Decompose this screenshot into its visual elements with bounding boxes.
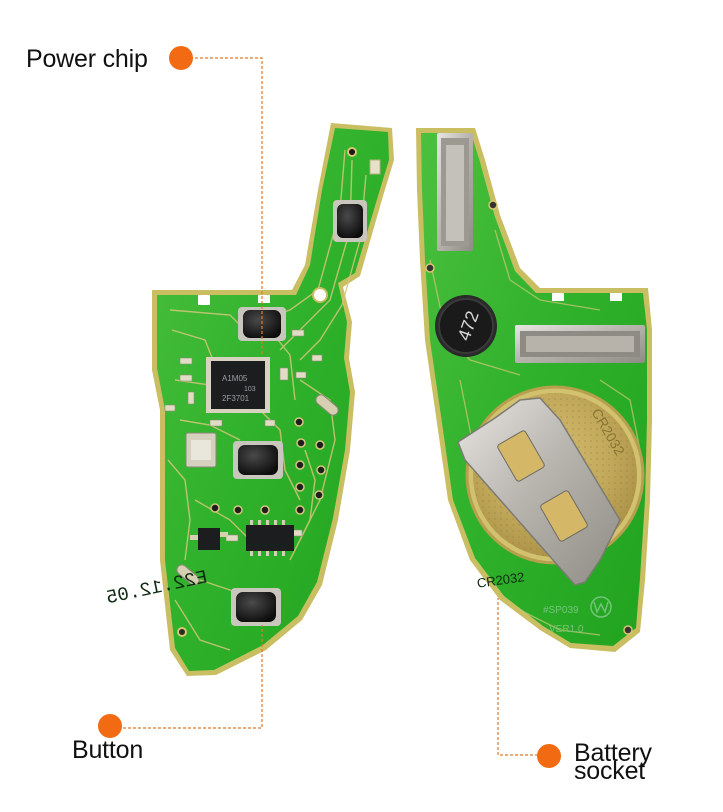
board-id-silkscreen: #SP039 xyxy=(543,605,579,616)
left-hole-bottom xyxy=(177,627,187,637)
right-notch-2 xyxy=(610,293,622,301)
right-notch-1 xyxy=(552,293,564,301)
battery-socket-label: Battery socket xyxy=(574,739,652,785)
left-oval-pad-2 xyxy=(176,564,200,586)
left-hole-side xyxy=(312,287,328,303)
callout-lines xyxy=(118,57,538,756)
button-leader xyxy=(118,625,263,729)
battery-socket-label-line2: socket xyxy=(574,757,646,785)
chip-text-2: 2F3701 xyxy=(222,394,250,403)
battery-socket-label-line1: Battery xyxy=(574,739,652,767)
left-button-middle xyxy=(233,441,283,479)
battery-socket-dot-icon xyxy=(537,744,561,768)
left-button-bottom xyxy=(231,588,281,626)
right-inductor: 472 xyxy=(435,295,497,357)
left-pcb-board: A1M05 103 2F3701 xyxy=(104,123,394,676)
left-notch-2 xyxy=(258,295,270,303)
power-chip-label: Power chip xyxy=(26,45,148,73)
left-led xyxy=(369,159,381,175)
right-hole-top xyxy=(488,200,498,210)
board-logo-icon xyxy=(590,596,612,618)
battery-socket-leader xyxy=(497,598,538,756)
left-button-top xyxy=(333,200,367,242)
battery-clip-window-2 xyxy=(540,490,588,542)
left-transistor xyxy=(190,528,228,550)
battery-clip-window-1 xyxy=(497,430,545,482)
right-top-connector xyxy=(437,133,473,251)
power-chip-dot-icon xyxy=(169,46,193,70)
left-secondary-chip xyxy=(246,520,294,556)
chip-text-3: 103 xyxy=(244,386,256,393)
battery-type-silkscreen: CR2032 xyxy=(476,569,525,590)
left-passive-components xyxy=(164,329,323,542)
left-vias xyxy=(210,417,326,515)
version-silkscreen: VER1.0 xyxy=(549,624,584,635)
right-pcb-board: 472 CR2032 CR2032 #SP039 VER1.0 xyxy=(416,128,652,652)
power-chip: A1M05 103 2F3701 xyxy=(206,357,270,413)
right-hole-bottom xyxy=(623,625,633,635)
button-dot-icon xyxy=(98,714,122,738)
button-label: Button xyxy=(72,736,144,764)
right-hole-mid xyxy=(425,263,435,273)
chip-text-1: A1M05 xyxy=(222,374,248,383)
left-hole-top xyxy=(347,147,357,157)
left-crystal xyxy=(185,432,217,468)
left-oval-pad xyxy=(315,394,339,416)
power-chip-leader xyxy=(190,57,263,355)
left-notch-1 xyxy=(198,295,210,305)
battery-socket: CR2032 xyxy=(457,385,645,586)
right-side-connector xyxy=(515,325,645,363)
